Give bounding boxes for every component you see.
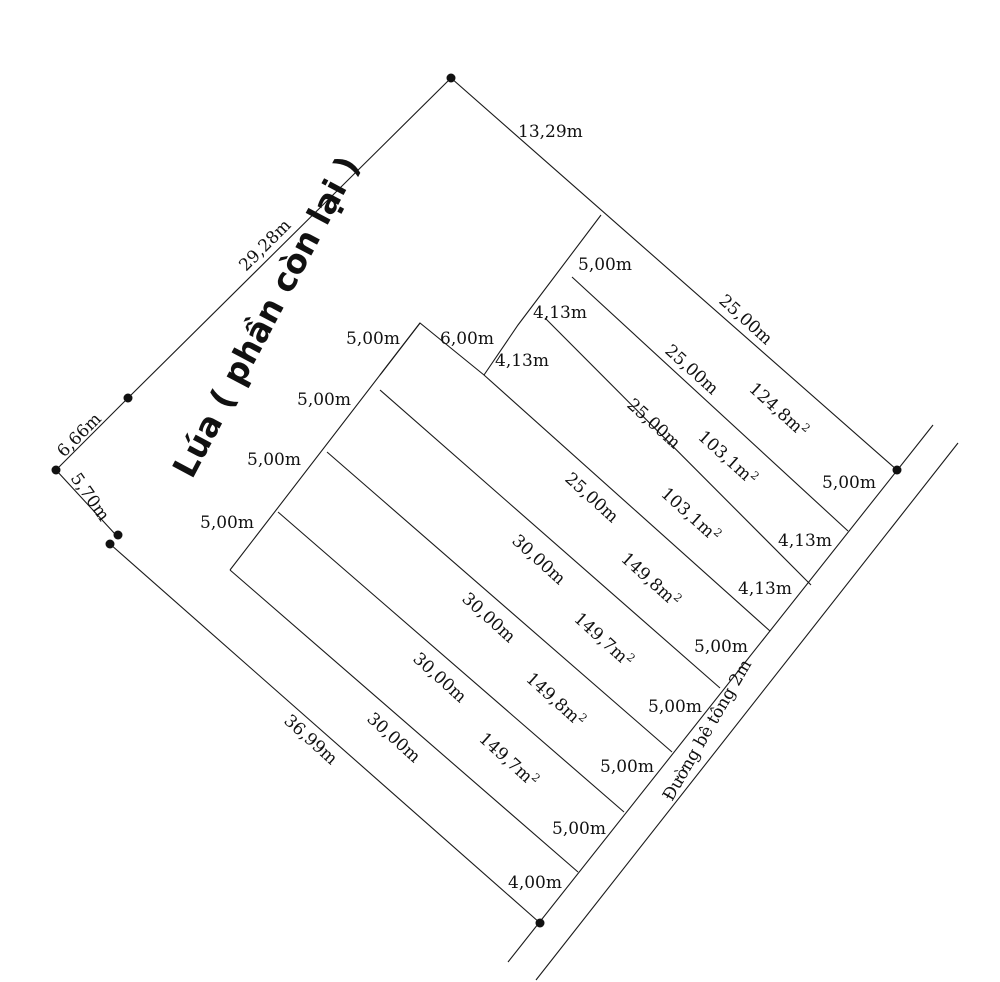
road-edge-upper xyxy=(507,424,934,963)
lot-divider-4 xyxy=(379,322,421,376)
dim-top-edge: 13,29m xyxy=(518,122,583,142)
lot-4-front: 5,00m xyxy=(694,637,748,657)
lot-6-front: 5,00m xyxy=(600,757,654,777)
lot-divider-5 xyxy=(379,389,721,689)
dim-front-last: 4,00m xyxy=(508,873,562,893)
lot-7-side: 30,00m xyxy=(409,649,471,707)
lot-5-side: 30,00m xyxy=(508,531,570,589)
lot-5-front: 5,00m xyxy=(648,697,702,717)
corner-marker-left-low-2 xyxy=(105,539,115,549)
lot-3-back: 4,13m xyxy=(495,351,549,371)
lot-2-area: 103,1m2 xyxy=(694,425,762,489)
lot-4-back: 6,00m xyxy=(440,329,494,349)
lot-divider-8 xyxy=(229,569,579,873)
dim-left-short-top: 6,66m xyxy=(53,409,105,461)
corner-marker-bottom xyxy=(535,918,545,928)
lot-6-back: 5,00m xyxy=(297,390,351,410)
lot-7-back: 5,00m xyxy=(247,450,301,470)
lot-8-side: 30,00m xyxy=(363,709,425,767)
road-label: Đường bê tông 2m xyxy=(659,656,756,804)
field-label: Lúa ( phần còn lại ) xyxy=(165,149,367,483)
lot-2-front: 4,13m xyxy=(778,531,832,551)
corner-marker-left-low-1 xyxy=(113,530,123,540)
lot-divider-2 xyxy=(544,317,812,586)
dim-top-right-edge: 25,00m xyxy=(715,291,777,349)
lot-4-area: 149,8m2 xyxy=(617,547,685,611)
lot-3-area: 103,1m2 xyxy=(657,482,725,546)
lot-1-back: 5,00m xyxy=(578,255,632,275)
lot-6-area: 149,8m2 xyxy=(522,667,590,731)
lot-6-side: 30,00m xyxy=(458,589,520,647)
lot-2-back: 4,13m xyxy=(533,303,587,323)
dim-left-short-bottom: 5,70m xyxy=(66,469,113,525)
lot-3-side: 25,00m xyxy=(561,469,623,527)
lot-divider-7 xyxy=(277,511,625,813)
corner-marker-left-mid xyxy=(123,393,133,403)
lot-divider-3 xyxy=(483,374,771,632)
road-edge-lower xyxy=(535,442,959,981)
lot-divider-6 xyxy=(326,451,673,753)
lot-5-back: 5,00m xyxy=(346,329,400,349)
lot-7-area: 149,7m2 xyxy=(475,727,543,791)
lot-7-front: 5,00m xyxy=(552,819,606,839)
lot-divider-1 xyxy=(571,276,849,532)
lot-3-front: 4,13m xyxy=(738,579,792,599)
lot-2-side: 25,00m xyxy=(623,395,685,453)
corner-marker-left xyxy=(51,465,61,475)
lot-1-front: 5,00m xyxy=(822,473,876,493)
lot-1-side: 25,00m xyxy=(661,341,723,399)
corner-marker-right xyxy=(892,465,902,475)
lot-5-area: 149,7m2 xyxy=(570,607,638,671)
bottom-boundary xyxy=(109,543,541,924)
lot-8-back: 5,00m xyxy=(200,513,254,533)
corner-marker-top xyxy=(446,73,456,83)
